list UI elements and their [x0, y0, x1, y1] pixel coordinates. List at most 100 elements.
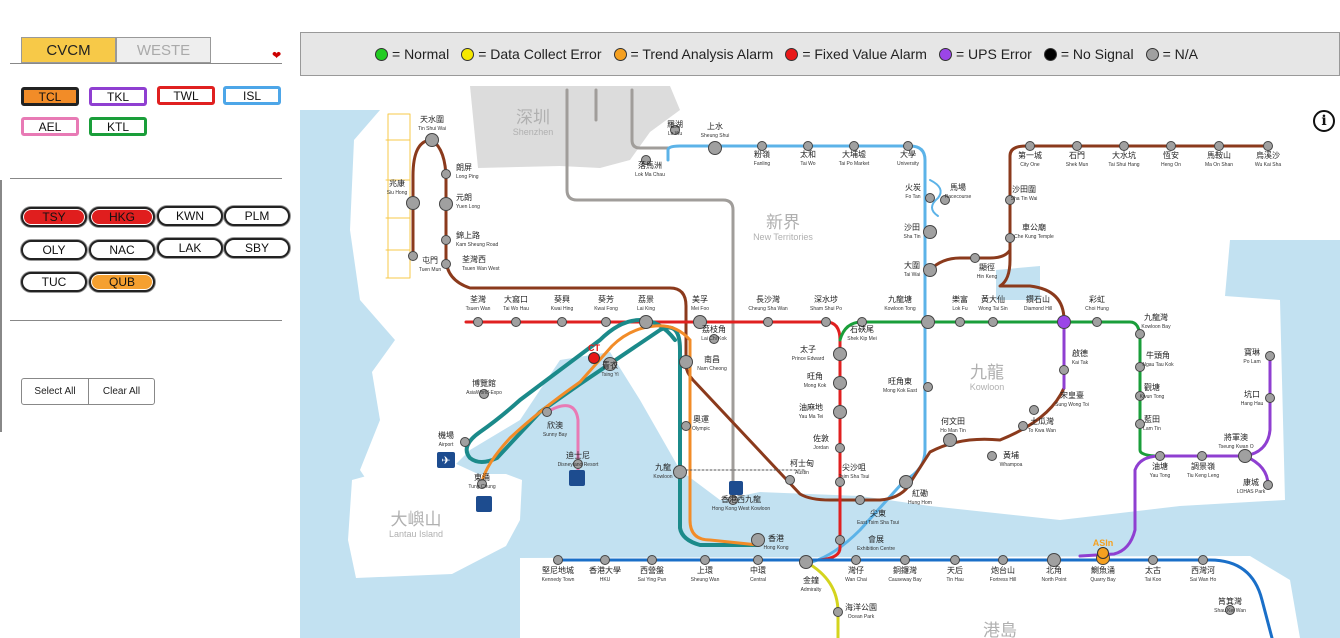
- station-node-tuc[interactable]: [477, 479, 487, 489]
- station-node-tsuen[interactable]: [473, 317, 483, 327]
- station-node-two[interactable]: [803, 141, 813, 151]
- station-node-foh[interactable]: [998, 555, 1008, 565]
- station-node-dih[interactable]: [1057, 315, 1071, 329]
- station-node-tih[interactable]: [950, 555, 960, 565]
- tab-cvcm[interactable]: CVCM: [21, 37, 116, 63]
- station-node-shs[interactable]: [708, 141, 722, 155]
- station-node-tik[interactable]: [1197, 451, 1207, 461]
- station-node-nac[interactable]: [679, 355, 693, 369]
- station-node-dis[interactable]: [573, 459, 583, 469]
- station-button-plm[interactable]: PLM: [224, 206, 290, 226]
- line-button-tcl[interactable]: TCL: [21, 87, 79, 106]
- station-node-sht[interactable]: [923, 225, 937, 239]
- station-node-uni[interactable]: [903, 141, 913, 151]
- station-node-tap[interactable]: [849, 141, 859, 151]
- line-button-twl[interactable]: TWL: [157, 86, 215, 105]
- station-node-tai[interactable]: [923, 263, 937, 277]
- alarm-marker-asin[interactable]: [1097, 547, 1109, 559]
- station-node-ocp[interactable]: [833, 607, 843, 617]
- station-node-kwh[interactable]: [557, 317, 567, 327]
- station-node-ckt[interactable]: [1005, 233, 1015, 243]
- station-node-lop[interactable]: [441, 169, 451, 179]
- select-all-button[interactable]: Select All: [34, 386, 76, 397]
- station-node-kat[interactable]: [1059, 365, 1069, 375]
- station-node-sub[interactable]: [542, 407, 552, 417]
- station-button-qub[interactable]: QUB: [89, 272, 155, 292]
- station-node-wha[interactable]: [987, 451, 997, 461]
- line-button-isl[interactable]: ISL: [223, 86, 281, 105]
- station-node-csw[interactable]: [763, 317, 773, 327]
- station-node-wac[interactable]: [851, 555, 861, 565]
- station-node-ymt[interactable]: [833, 405, 847, 419]
- station-node-tsh[interactable]: [1119, 141, 1129, 151]
- station-node-exc[interactable]: [835, 535, 845, 545]
- heart-icon[interactable]: ❤: [272, 50, 282, 62]
- station-node-cab[interactable]: [900, 555, 910, 565]
- station-node-tko[interactable]: [1238, 449, 1252, 463]
- clear-all-button[interactable]: Clear All: [88, 379, 154, 404]
- station-button-hkg[interactable]: HKG: [89, 207, 155, 227]
- station-node-sih[interactable]: [406, 196, 420, 210]
- station-node-yat[interactable]: [1155, 451, 1165, 461]
- station-node-kow[interactable]: [673, 465, 687, 479]
- station-node-ntk[interactable]: [1135, 362, 1145, 372]
- station-node-tak[interactable]: [1148, 555, 1158, 565]
- station-node-mef[interactable]: [693, 315, 707, 329]
- tab-weste[interactable]: WESTE: [116, 37, 211, 63]
- station-button-lak[interactable]: LAK: [157, 238, 223, 258]
- station-node-fan[interactable]: [757, 141, 767, 151]
- station-node-tww[interactable]: [441, 259, 451, 269]
- station-button-sby[interactable]: SBY: [224, 238, 290, 258]
- line-button-ktl[interactable]: KTL: [89, 117, 147, 136]
- station-button-tsy[interactable]: TSY: [21, 207, 87, 227]
- station-node-tkw[interactable]: [1018, 421, 1028, 431]
- station-node-shw[interactable]: [700, 555, 710, 565]
- station-node-air[interactable]: [460, 437, 470, 447]
- station-node-lak[interactable]: [639, 315, 653, 329]
- station-node-chh[interactable]: [1092, 317, 1102, 327]
- station-node-lhp[interactable]: [1263, 480, 1273, 490]
- station-button-kwn[interactable]: KWN: [157, 206, 223, 226]
- station-node-lmc[interactable]: [641, 155, 651, 165]
- station-button-tuc[interactable]: TUC: [21, 272, 87, 292]
- info-icon[interactable]: i: [1313, 110, 1335, 132]
- line-button-ael[interactable]: AEL: [21, 117, 79, 136]
- station-node-low[interactable]: [670, 125, 680, 135]
- alarm-marker-ct[interactable]: [588, 352, 600, 364]
- station-node-tst[interactable]: [835, 477, 845, 487]
- station-node-kob[interactable]: [1135, 329, 1145, 339]
- station-node-hah[interactable]: [1265, 393, 1275, 403]
- station-node-aus[interactable]: [785, 475, 795, 485]
- station-node-tsw[interactable]: [425, 133, 439, 147]
- station-node-fot[interactable]: [925, 193, 935, 203]
- station-node-skm[interactable]: [857, 317, 867, 327]
- station-node-rac[interactable]: [940, 195, 950, 205]
- line-button-tkl[interactable]: TKL: [89, 87, 147, 106]
- station-node-kwt[interactable]: [1135, 391, 1145, 401]
- station-node-tsy[interactable]: [603, 357, 617, 371]
- station-node-twh[interactable]: [511, 317, 521, 327]
- station-node-cen[interactable]: [753, 555, 763, 565]
- station-node-syp[interactable]: [647, 555, 657, 565]
- station-node-hik[interactable]: [970, 253, 980, 263]
- station-node-mos[interactable]: [1214, 141, 1224, 151]
- station-node-hom[interactable]: [943, 433, 957, 447]
- station-node-heo[interactable]: [1166, 141, 1176, 151]
- station-node-kwf[interactable]: [601, 317, 611, 327]
- station-node-swh[interactable]: [1029, 405, 1039, 415]
- station-node-ets[interactable]: [855, 495, 865, 505]
- station-node-stw[interactable]: [1005, 195, 1015, 205]
- station-node-ket[interactable]: [553, 555, 563, 565]
- station-node-pol[interactable]: [1265, 351, 1275, 361]
- station-node-mkk[interactable]: [923, 382, 933, 392]
- station-button-oly[interactable]: OLY: [21, 240, 87, 260]
- station-node-lat[interactable]: [1135, 419, 1145, 429]
- station-node-nop[interactable]: [1047, 553, 1061, 567]
- station-node-hkg[interactable]: [751, 533, 765, 547]
- station-node-ssp[interactable]: [821, 317, 831, 327]
- station-node-oly[interactable]: [681, 421, 691, 431]
- station-node-swh2[interactable]: [1198, 555, 1208, 565]
- station-button-nac[interactable]: NAC: [89, 240, 155, 260]
- station-node-yul[interactable]: [439, 197, 453, 211]
- station-node-cio[interactable]: [1025, 141, 1035, 151]
